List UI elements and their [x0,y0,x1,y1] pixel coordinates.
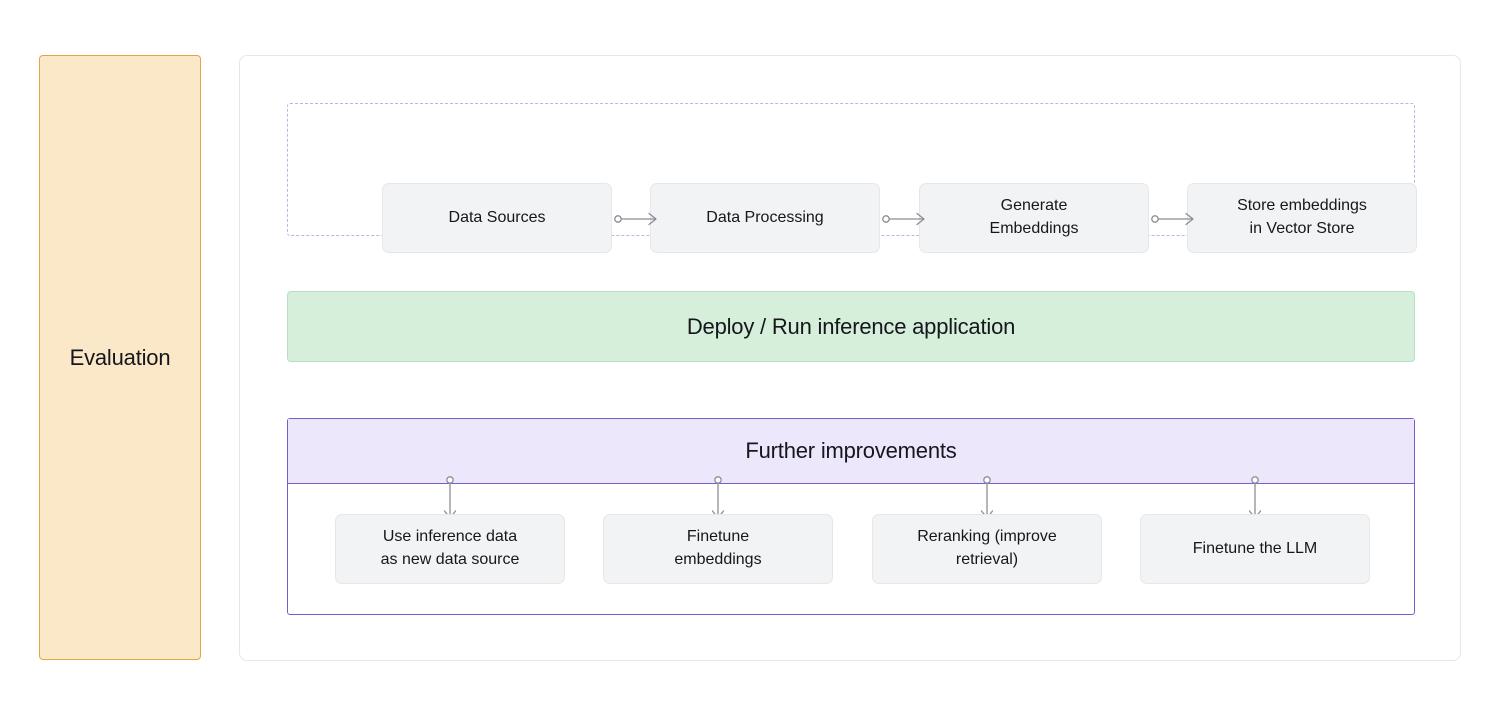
arrow-right-icon [916,212,925,226]
further-improvements-title: Further improvements [745,438,957,463]
node-finetune-llm-label-line1: Finetune the LLM [1192,539,1318,557]
evaluation-panel-label: Evaluation [69,344,171,370]
deploy-run-inference-title: Deploy / Run inference application [686,313,1016,339]
connector-sources-to-processing [614,211,660,227]
node-data-processing[interactable]: Data Processing [650,183,880,253]
node-reranking-label-line1: Reranking (improve [917,528,1057,546]
node-finetune-llm[interactable]: Finetune the LLM [1140,514,1370,584]
node-use-inference-data[interactable]: Use inference data as new data source [335,514,565,584]
node-finetune-embeddings-label-line2: embeddings [674,551,762,568]
connector-source-dot-icon [882,215,890,223]
further-improvements-header: Further improvements [288,419,1414,484]
node-generate-embeddings-label-line2: Embeddings [989,220,1079,237]
node-store-embeddings-label-line1: Store embeddings [1237,197,1367,215]
connector-source-dot-icon [446,476,454,484]
node-store-embeddings-label-line2: in Vector Store [1249,220,1355,237]
node-store-embeddings[interactable]: Store embeddings in Vector Store [1187,183,1417,253]
node-reranking[interactable]: Reranking (improve retrieval) [872,514,1102,584]
ingestion-group: Data Sources Data Processing Generate Em… [287,103,1417,253]
arrow-right-icon [648,212,657,226]
further-improvements-group: Further improvements [287,418,1415,615]
node-finetune-embeddings[interactable]: Finetune embeddings [603,514,833,584]
node-reranking-label-line2: retrieval) [955,551,1019,568]
node-finetune-embeddings-label-line1: Finetune [686,528,750,546]
diagram-card: Data Sources Data Processing Generate Em… [239,55,1461,661]
node-data-processing-label: Data Processing [706,208,824,226]
node-data-sources[interactable]: Data Sources [382,183,612,253]
arrow-right-icon [1185,212,1194,226]
connector-to-use-inference-data [442,476,458,522]
connector-processing-to-generate [882,211,928,227]
connector-generate-to-store [1151,211,1197,227]
node-generate-embeddings-label-line1: Generate [1000,197,1068,215]
node-data-sources-label: Data Sources [448,208,546,226]
connector-to-finetune-embeddings [710,476,726,522]
connector-to-finetune-llm [1247,476,1263,522]
connector-source-dot-icon [1251,476,1259,484]
connector-source-dot-icon [714,476,722,484]
evaluation-panel[interactable]: Evaluation [39,55,201,660]
connector-source-dot-icon [614,215,622,223]
connector-source-dot-icon [1151,215,1159,223]
deploy-run-inference-band[interactable]: Deploy / Run inference application [287,291,1415,362]
connector-source-dot-icon [983,476,991,484]
node-generate-embeddings[interactable]: Generate Embeddings [919,183,1149,253]
node-use-inference-data-label-line2: as new data source [380,551,520,568]
node-use-inference-data-label-line1: Use inference data [382,528,518,546]
